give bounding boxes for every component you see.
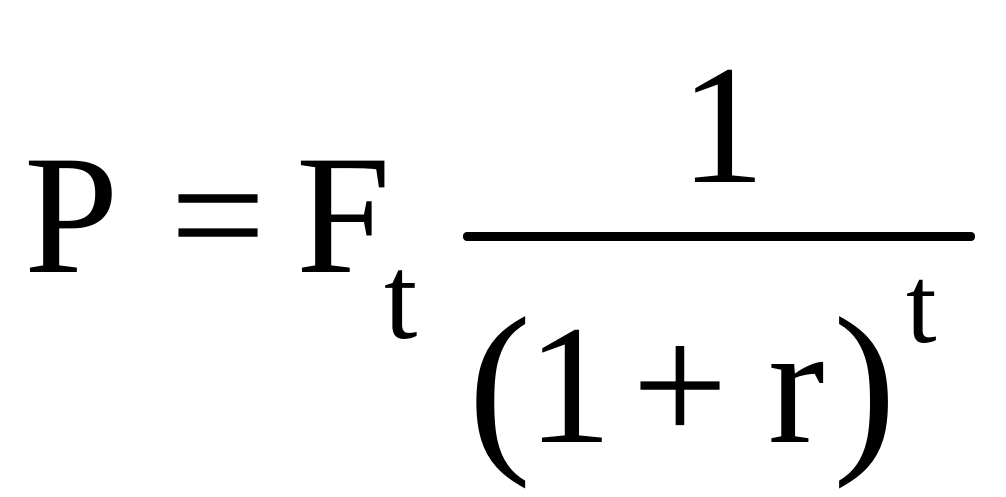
denominator-open-paren: ( — [468, 280, 532, 490]
denominator-plus-sign: + — [632, 291, 728, 479]
cash-flow-subscript: t — [384, 231, 418, 364]
formula-lhs-symbol: P — [24, 121, 119, 309]
cash-flow-symbol: F — [296, 121, 391, 309]
denominator-exponent: t — [906, 244, 937, 366]
equals-sign: = — [170, 121, 266, 309]
denominator-rate-symbol: r — [768, 291, 825, 479]
denominator-one: 1 — [527, 291, 612, 479]
fraction-bar — [463, 232, 975, 241]
fraction-numerator: 1 — [680, 31, 765, 219]
denominator-close-paren: ) — [833, 280, 897, 490]
